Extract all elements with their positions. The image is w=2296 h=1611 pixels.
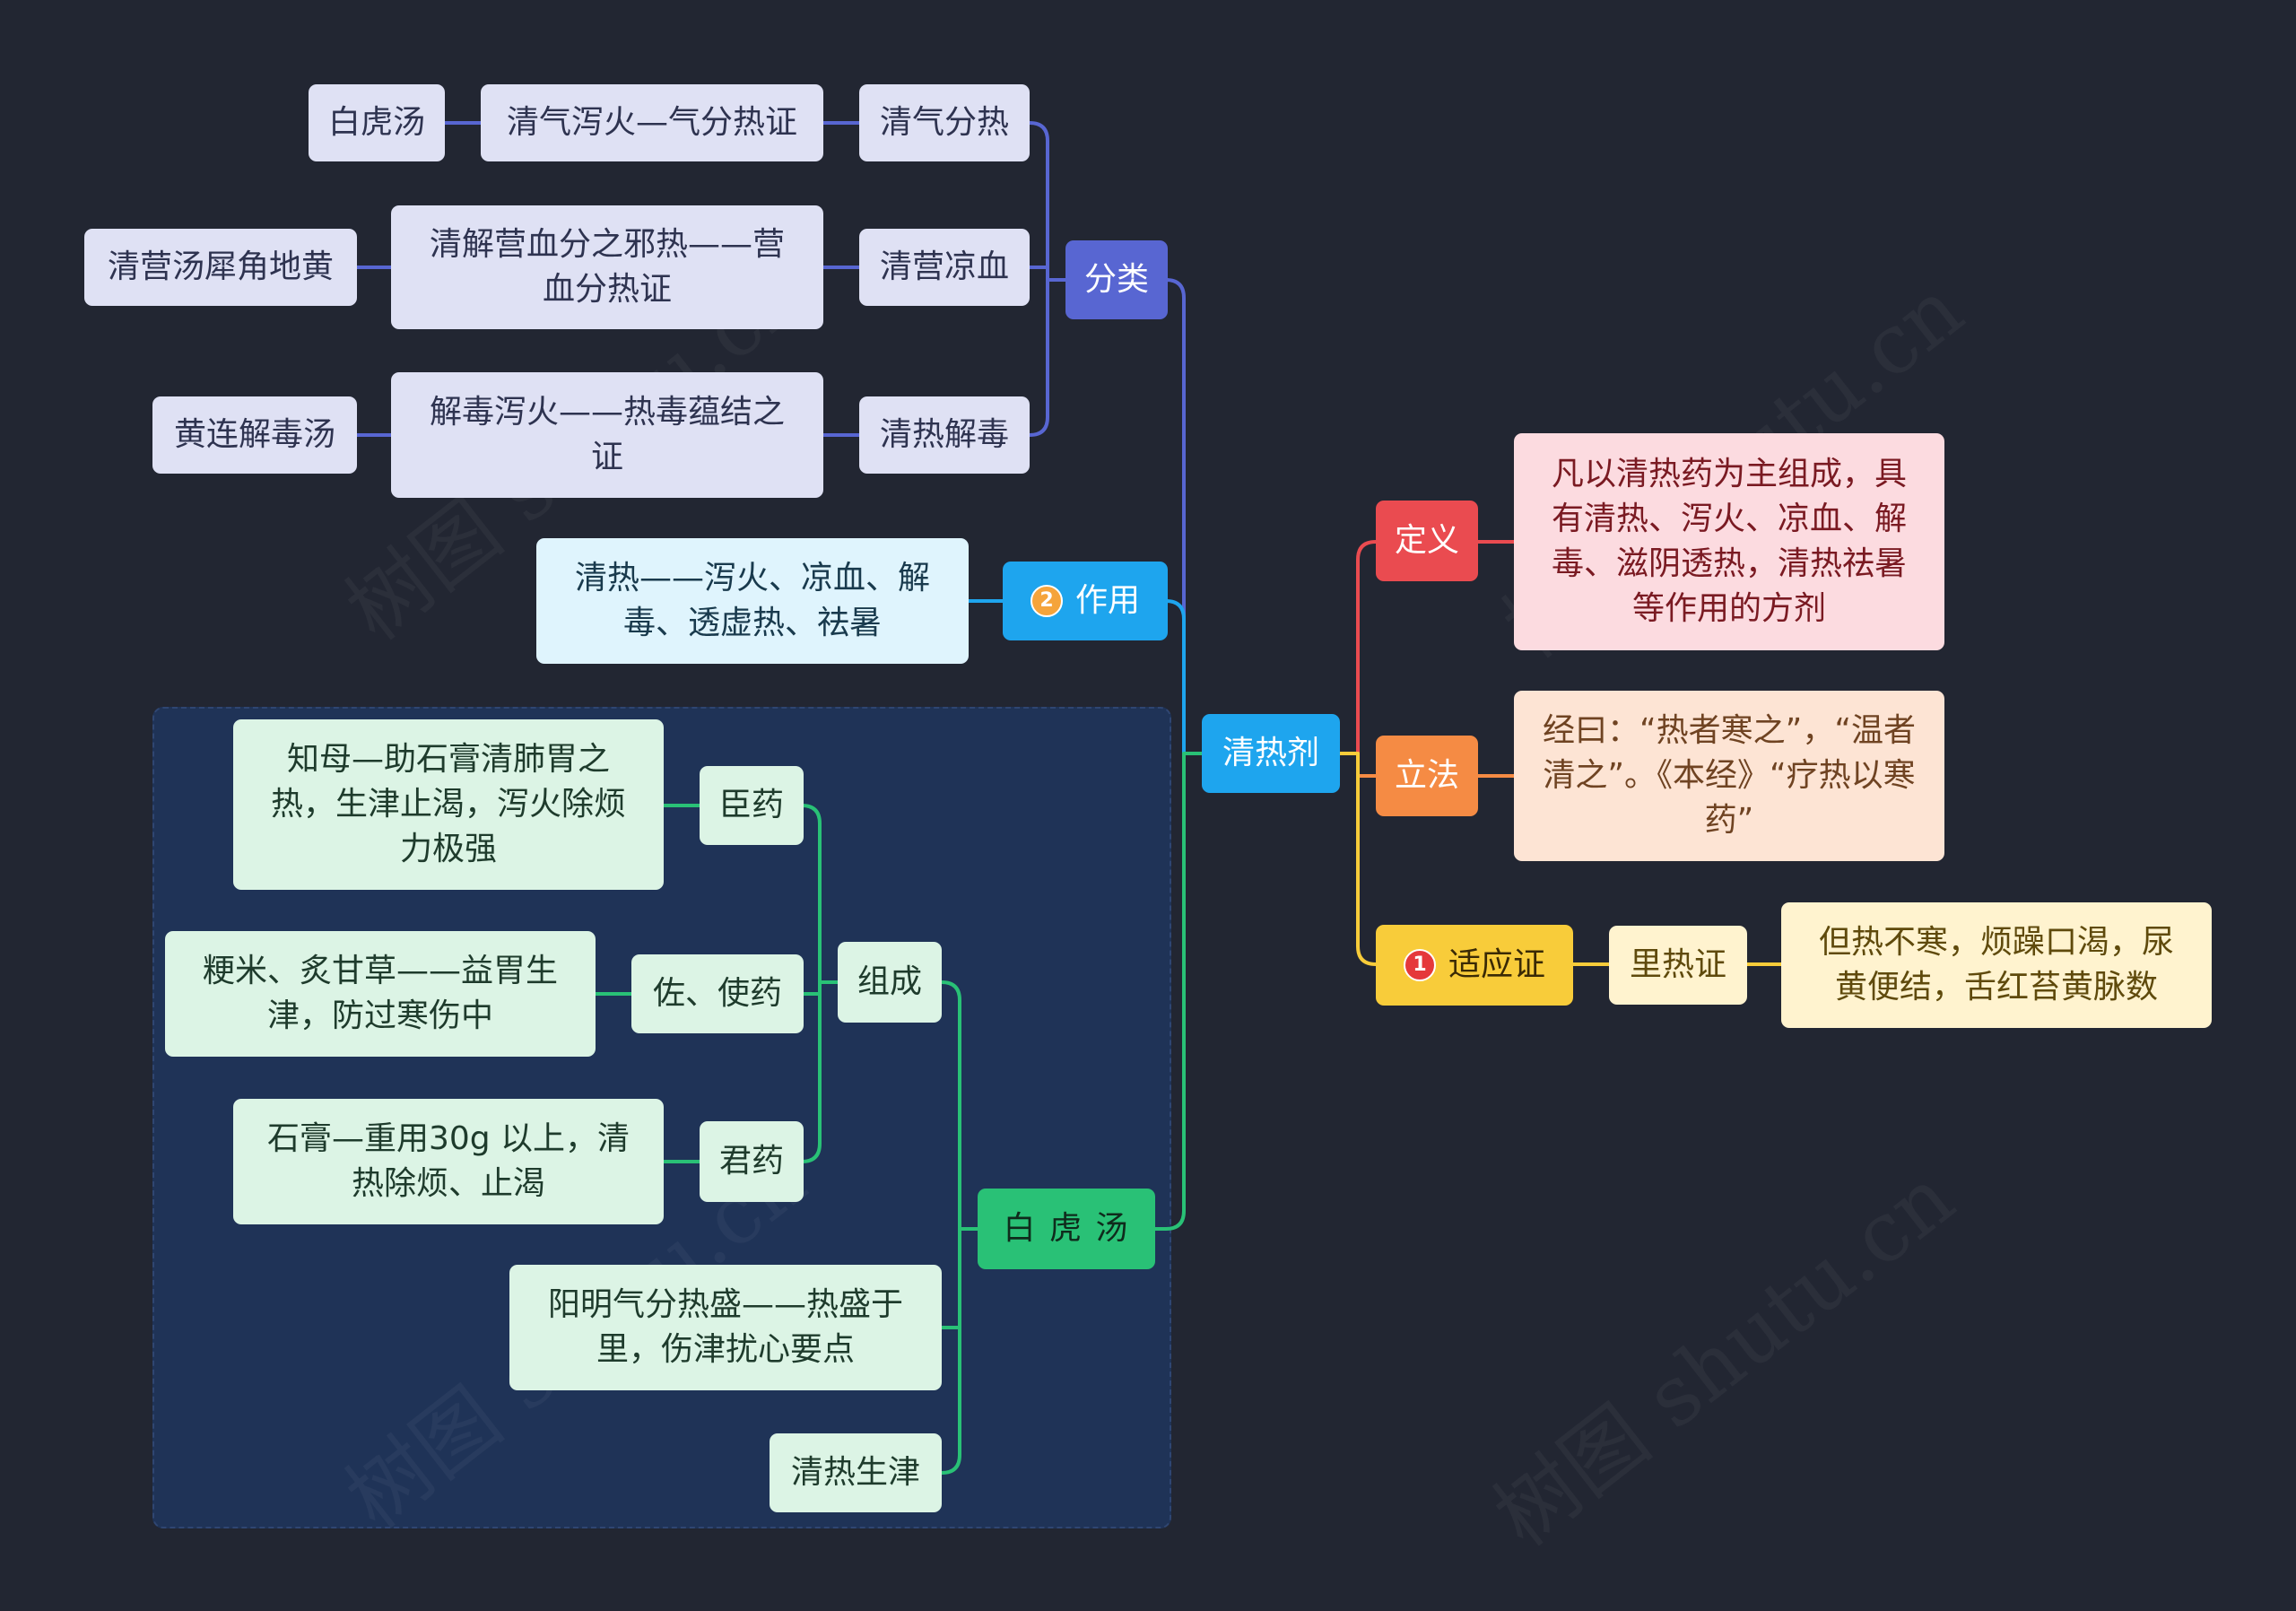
fenlei-formula-baihutang[interactable]: 白虎汤 (309, 84, 445, 161)
fenlei-desc-qingqi[interactable]: 清气泻火—气分热证 (481, 84, 823, 161)
fenlei-type-qingying[interactable]: 清营凉血 (859, 229, 1030, 306)
connector-root-shiyingzheng (1338, 752, 1378, 966)
fenlei-desc-qingying[interactable]: 清解营血分之邪热——营血分热证 (391, 205, 823, 329)
zucheng-role-chen[interactable]: 臣药 (700, 766, 804, 845)
branch-baihutang[interactable]: 白 虎 汤 (978, 1189, 1155, 1269)
connector-baihutang-zucheng (940, 980, 979, 1231)
zucheng-text-chen[interactable]: 知母—助石膏清肺胃之热，生津止渴，泻火除烦力极强 (233, 719, 664, 890)
zuoyong-text[interactable]: 清热——泻火、凉血、解毒、透虚热、祛暑 (536, 538, 969, 664)
fenlei-type-jiedu[interactable]: 清热解毒 (859, 396, 1030, 474)
connector-zucheng-chen (800, 804, 839, 984)
branch-shiyingzheng-label: 适应证 (1448, 946, 1545, 983)
shiyingzheng-sub[interactable]: 里热证 (1609, 926, 1747, 1005)
connector-root-baihutang (1153, 752, 1204, 1231)
connector-root-dingyi (1338, 540, 1378, 755)
baihutang-gongxiao[interactable]: 清热生津 (770, 1433, 942, 1512)
baihutang-zucheng[interactable]: 组成 (838, 942, 942, 1023)
zucheng-text-jun[interactable]: 石膏—重用30g 以上，清热除烦、止渴 (233, 1099, 664, 1224)
zucheng-role-jun[interactable]: 君药 (700, 1121, 804, 1202)
branch-shiyingzheng[interactable]: 1 适应证 (1376, 925, 1573, 1006)
lifa-text[interactable]: 经曰：“热者寒之”，“温者清之”。《本经》“疗热以寒药” (1514, 691, 1944, 861)
shiyingzheng-text[interactable]: 但热不寒，烦躁口渴，尿黄便结，舌红苔黄脉数 (1781, 902, 2212, 1028)
dingyi-text[interactable]: 凡以清热药为主组成，具有清热、泻火、凉血、解毒、滋阴透热，清热祛暑等作用的方剂 (1514, 433, 1944, 650)
branch-zuoyong-label: 作用 (1074, 582, 1140, 619)
connector-baihutang-gongxiao (940, 1227, 979, 1475)
zucheng-text-zuoshi[interactable]: 粳米、炙甘草——益胃生津，防过寒伤中 (165, 931, 596, 1057)
branch-lifa[interactable]: 立法 (1376, 736, 1478, 816)
root-node[interactable]: 清热剂 (1202, 714, 1340, 793)
fenlei-desc-jiedu[interactable]: 解毒泻火——热毒蕴结之证 (391, 372, 823, 498)
connector-root-zuoyong (1164, 599, 1204, 755)
connector-fenlei-type2 (1028, 266, 1067, 282)
baihutang-yaodian[interactable]: 阳明气分热盛——热盛于里，伤津扰心要点 (509, 1265, 942, 1390)
fenlei-formula-huanglian[interactable]: 黄连解毒汤 (152, 396, 357, 474)
priority-2-icon: 2 (1030, 585, 1063, 617)
connector-fenlei-type3 (1028, 278, 1067, 437)
connector-zucheng-jun (800, 980, 839, 1163)
connector-fenlei-type1 (1028, 121, 1067, 282)
fenlei-type-qingqi[interactable]: 清气分热 (859, 84, 1030, 161)
branch-zuoyong[interactable]: 2 作用 (1003, 562, 1168, 640)
priority-1-icon: 1 (1403, 949, 1436, 981)
zucheng-role-zuoshi[interactable]: 佐、使药 (631, 954, 804, 1033)
branch-fenlei[interactable]: 分类 (1065, 240, 1168, 319)
branch-dingyi[interactable]: 定义 (1376, 501, 1478, 581)
fenlei-formula-qingyingtang[interactable]: 清营汤犀角地黄 (84, 229, 357, 306)
